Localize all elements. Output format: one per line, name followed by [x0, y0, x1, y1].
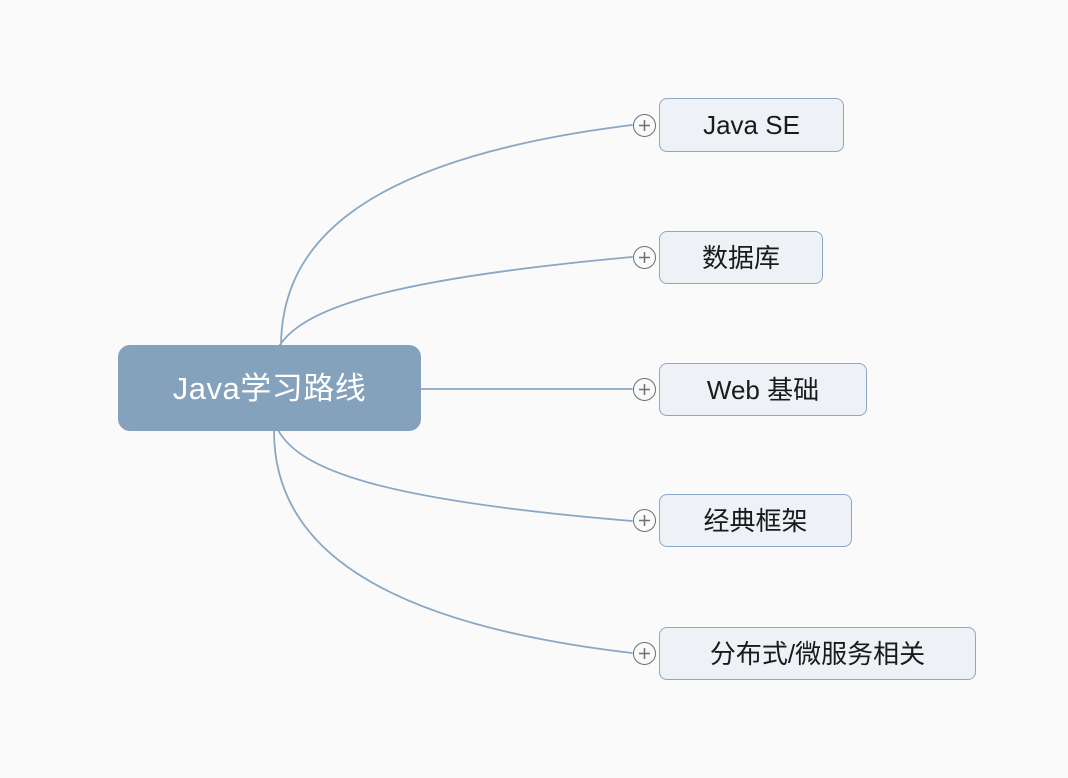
branch-node-database[interactable]: 数据库 — [659, 231, 823, 284]
connector-distributed-microservices — [273, 430, 633, 654]
plus-circle-icon — [639, 384, 650, 395]
branch-node-distributed-microservices[interactable]: 分布式/微服务相关 — [659, 627, 976, 680]
plus-circle-icon — [639, 252, 650, 263]
branch-node-web-basics[interactable]: Web 基础 — [659, 363, 867, 416]
expander-distributed-microservices[interactable] — [633, 642, 656, 665]
branch-node-label: Web 基础 — [706, 374, 820, 405]
branch-node-label: 分布式/微服务相关 — [709, 638, 926, 669]
plus-circle-icon — [639, 120, 650, 131]
connector-classic-frameworks — [277, 429, 633, 522]
branch-node-label: 经典框架 — [703, 505, 808, 536]
connector-java-se — [280, 124, 633, 348]
root-node-label: Java学习路线 — [172, 370, 367, 406]
root-node[interactable]: Java学习路线 — [118, 345, 421, 431]
plus-circle-icon — [639, 648, 650, 659]
expander-database[interactable] — [633, 246, 656, 269]
connector-database — [277, 256, 633, 349]
branch-node-classic-frameworks[interactable]: 经典框架 — [659, 494, 852, 547]
expander-web-basics[interactable] — [633, 378, 656, 401]
expander-java-se[interactable] — [633, 114, 656, 137]
branch-node-label: Java SE — [703, 110, 800, 140]
expander-classic-frameworks[interactable] — [633, 509, 656, 532]
branch-node-label: 数据库 — [701, 242, 780, 273]
branch-node-java-se[interactable]: Java SE — [659, 98, 844, 152]
plus-circle-icon — [639, 515, 650, 526]
